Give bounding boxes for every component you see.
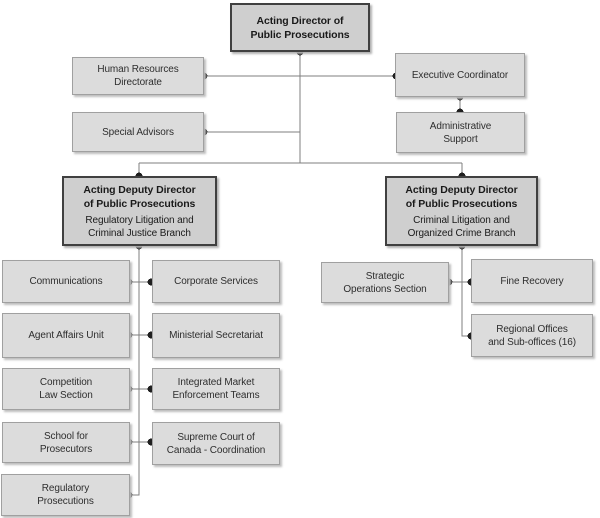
node-label: Competition Law Section bbox=[39, 377, 93, 401]
node-label: Strategic Operations Section bbox=[343, 270, 427, 295]
node-human-resources-directorate: Human Resources Directorate bbox=[72, 57, 204, 95]
node-acting-deputy-director-criminal: Acting Deputy Director of Public Prosecu… bbox=[385, 176, 538, 246]
node-label: Human Resources Directorate bbox=[97, 64, 179, 88]
node-regional-offices: Regional Offices and Sub-offices (16) bbox=[471, 314, 593, 357]
node-label: Administrative Support bbox=[429, 120, 492, 145]
node-administrative-support: Administrative Support bbox=[396, 112, 525, 153]
node-label: Integrated Market Enforcement Teams bbox=[172, 377, 260, 401]
node-label: School for Prosecutors bbox=[39, 430, 93, 455]
node-label: Executive Coordinator bbox=[411, 69, 509, 81]
node-regulatory-prosecutions: Regulatory Prosecutions bbox=[1, 474, 130, 516]
node-label: Ministerial Secretariat bbox=[169, 330, 263, 341]
node-title: Acting Deputy Director of Public Prosecu… bbox=[405, 183, 518, 210]
node-acting-deputy-director-regulatory: Acting Deputy Director of Public Prosecu… bbox=[62, 176, 217, 246]
node-branch: Regulatory Litigation and Criminal Justi… bbox=[85, 214, 194, 239]
node-label: Fine Recovery bbox=[500, 275, 564, 287]
node-agent-affairs-unit: Agent Affairs Unit bbox=[2, 313, 130, 358]
node-communications: Communications bbox=[2, 260, 130, 303]
node-label: Corporate Services bbox=[174, 276, 258, 287]
node-integrated-market-enforcement-teams: Integrated Market Enforcement Teams bbox=[152, 368, 280, 410]
node-special-advisors: Special Advisors bbox=[72, 112, 204, 152]
node-strategic-operations-section: Strategic Operations Section bbox=[321, 262, 449, 303]
node-competition-law-section: Competition Law Section bbox=[2, 368, 130, 410]
node-school-for-prosecutors: School for Prosecutors bbox=[2, 422, 130, 463]
node-label: Acting Director of Public Prosecutions bbox=[250, 14, 350, 41]
node-ministerial-secretariat: Ministerial Secretariat bbox=[152, 313, 280, 358]
node-acting-director: Acting Director of Public Prosecutions bbox=[230, 3, 370, 52]
node-supreme-court-coordination: Supreme Court of Canada - Coordination bbox=[152, 422, 280, 465]
node-title: Acting Deputy Director of Public Prosecu… bbox=[83, 183, 196, 210]
node-label: Special Advisors bbox=[102, 126, 174, 138]
node-label: Supreme Court of Canada - Coordination bbox=[166, 431, 266, 456]
node-label: Regional Offices and Sub-offices (16) bbox=[488, 323, 576, 348]
node-fine-recovery: Fine Recovery bbox=[471, 259, 593, 303]
node-label: Communications bbox=[29, 276, 103, 287]
node-label: Regulatory Prosecutions bbox=[37, 483, 94, 507]
node-corporate-services: Corporate Services bbox=[152, 260, 280, 303]
node-label: Agent Affairs Unit bbox=[28, 330, 104, 341]
node-executive-coordinator: Executive Coordinator bbox=[395, 53, 525, 97]
node-branch: Criminal Litigation and Organized Crime … bbox=[407, 214, 516, 239]
